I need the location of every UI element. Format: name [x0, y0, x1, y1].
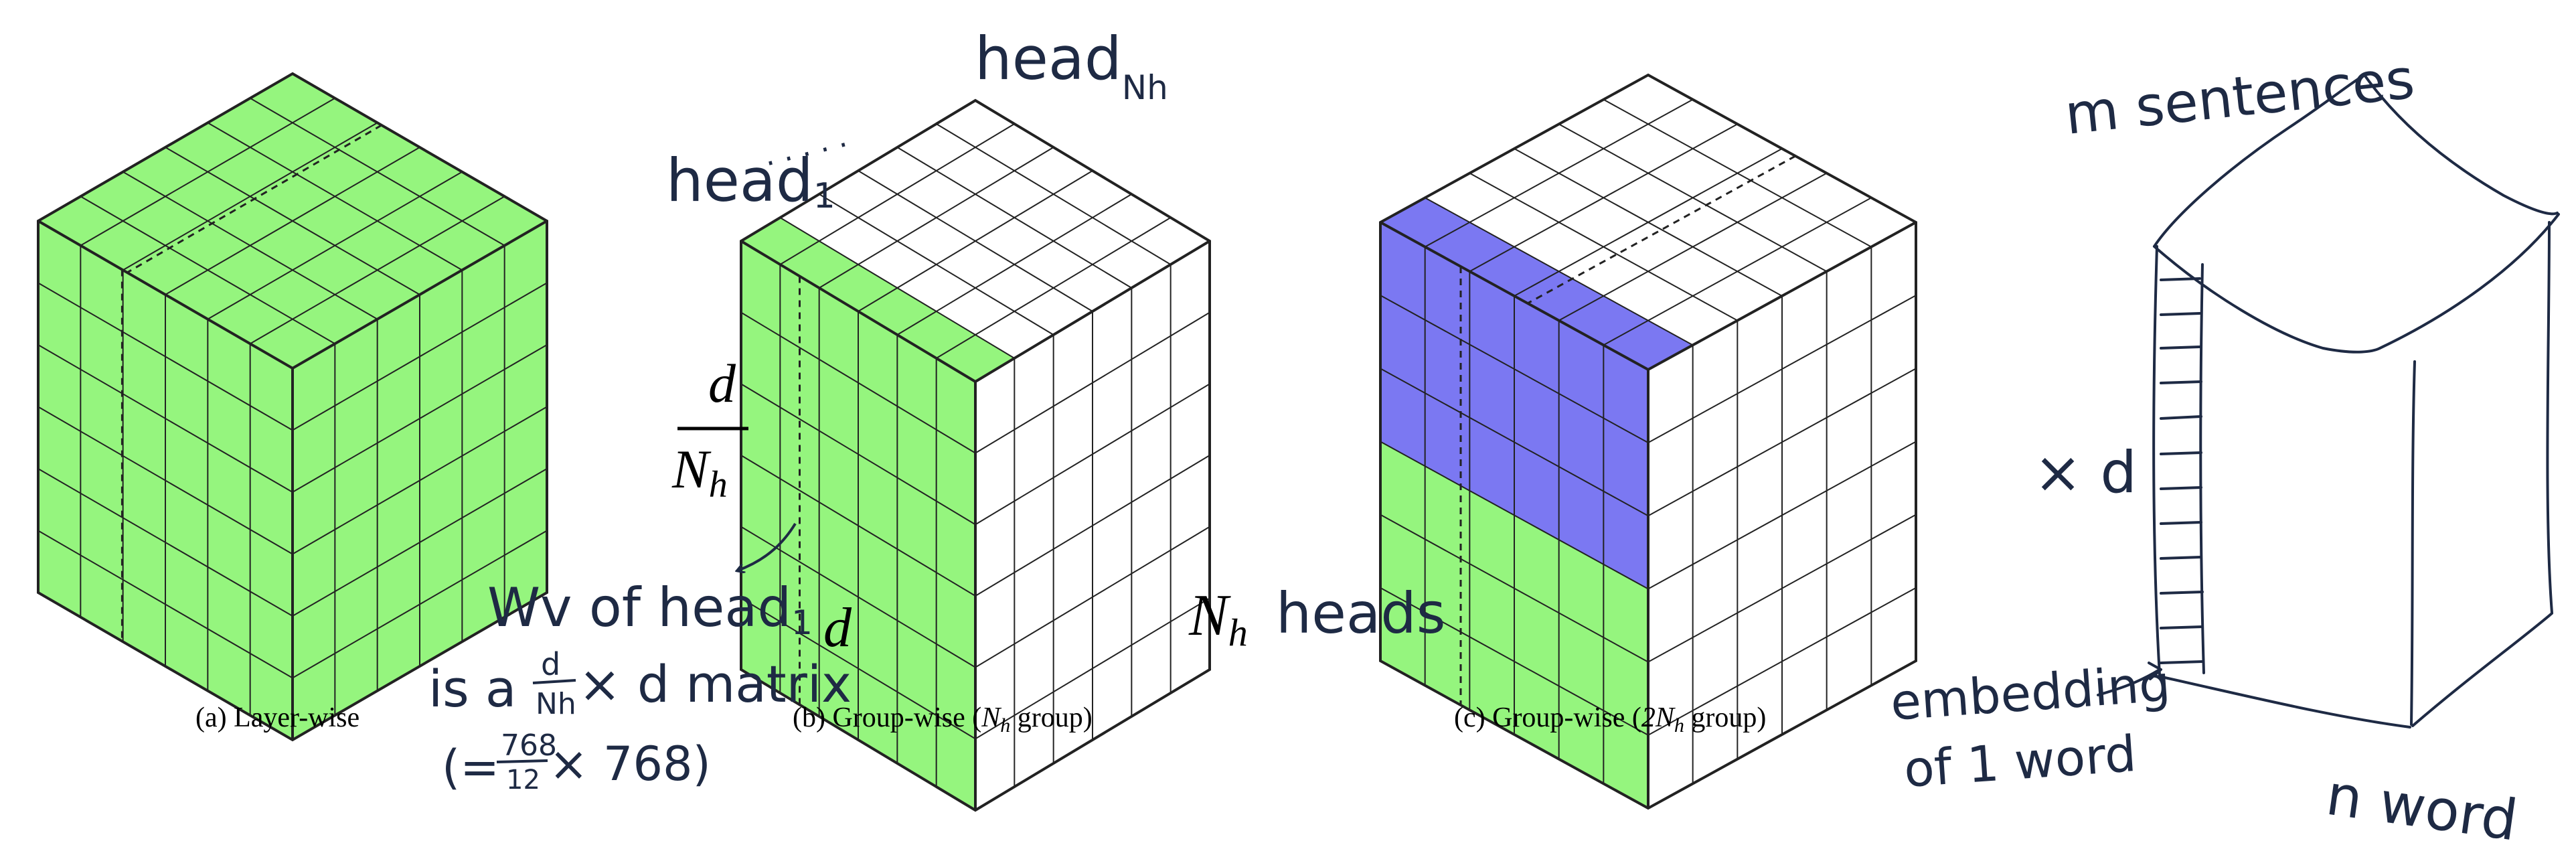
hand-wv-line1: Wv of head1: [487, 577, 813, 642]
sketch-embedding-arrowhead: [2148, 662, 2162, 680]
caption-a: (a) Layer-wise: [195, 702, 359, 733]
hand-head-nh: headNh: [975, 24, 1168, 107]
sketch-embedding-column-edge: [2199, 263, 2205, 674]
hand-wv-line3-bar: [496, 759, 548, 763]
caption-c: (c) Group-wise (2Nh group): [1454, 702, 1766, 737]
handwritten-annotations: headNh head1 · · · · · heads Wv of head1…: [428, 24, 1445, 795]
hand-heads: heads: [1276, 581, 1445, 646]
right-grid-line: [1647, 587, 1917, 736]
label-nh: Nh: [1188, 583, 1248, 654]
top-grid-line: [1603, 197, 1872, 346]
cube-group-wise-nh: [740, 98, 1211, 812]
sketch-right-top-edge: [2379, 213, 2560, 350]
hand-wv-line2: is a: [428, 659, 516, 718]
hand-wv-frac-den: Nh: [536, 687, 576, 721]
cube-layer-wise: [37, 72, 548, 742]
sketch-embedding-ticks: [2160, 277, 2204, 664]
hand-x-d: × d: [2034, 439, 2137, 506]
sketch-embedding-arrow: [2097, 668, 2161, 696]
hand-wv-frac-bar: [532, 679, 576, 684]
hand-wv-line3-den: 12: [506, 765, 540, 795]
hand-head-1: head1: [666, 146, 835, 216]
hand-wv-line3: (=: [442, 740, 499, 795]
left-grid-line: [37, 530, 293, 679]
hand-wv-line2-rest: × d matrix: [578, 654, 852, 714]
hand-wv-line3-num: 768: [501, 729, 557, 763]
hand-embedding-line1: embedding: [1888, 655, 2172, 732]
sketch-right-bottom-edge: [2411, 612, 2553, 727]
arrow-to-head1-block: [738, 522, 797, 570]
sketch-front-bottom-edge: [2158, 675, 2411, 729]
hand-wv-line3-rest: × 768): [549, 737, 711, 791]
sketch-front-right-edge: [2410, 360, 2416, 726]
sketch-back-right-edge: [2546, 221, 2553, 614]
top-grid-line: [936, 217, 1172, 359]
sketch-top-left-edge: [2153, 74, 2366, 248]
top-grid-line: [250, 196, 505, 345]
hand-n-word: n word: [2322, 762, 2521, 841]
hand-embedding-line2: of 1 word: [1902, 725, 2138, 799]
sketch-top-right-edge: [2363, 74, 2559, 216]
cube-group-wise-2nh: [1379, 73, 1917, 810]
label-d-bottom: d: [823, 597, 852, 659]
fraction-numerator-d: d: [708, 353, 736, 414]
hand-m-sentences: m sentences: [2062, 48, 2417, 147]
fraction-denominator-nh: Nh: [671, 439, 728, 506]
right-grid-line: [292, 530, 548, 679]
sketch-front-top-edge: [2153, 245, 2381, 354]
left-grid-line: [740, 597, 976, 740]
hand-wv-frac-num: d: [541, 646, 560, 682]
left-grid-line: [1380, 587, 1649, 736]
sketch-embedding-box: [2097, 74, 2560, 729]
sketch-front-left-edge: [2152, 245, 2161, 676]
dashed-line: [1527, 155, 1796, 305]
right-grid-line: [975, 597, 1210, 740]
dashed-line: [127, 124, 382, 274]
caption-b: (b) Group-wise (Nh group): [793, 702, 1093, 737]
